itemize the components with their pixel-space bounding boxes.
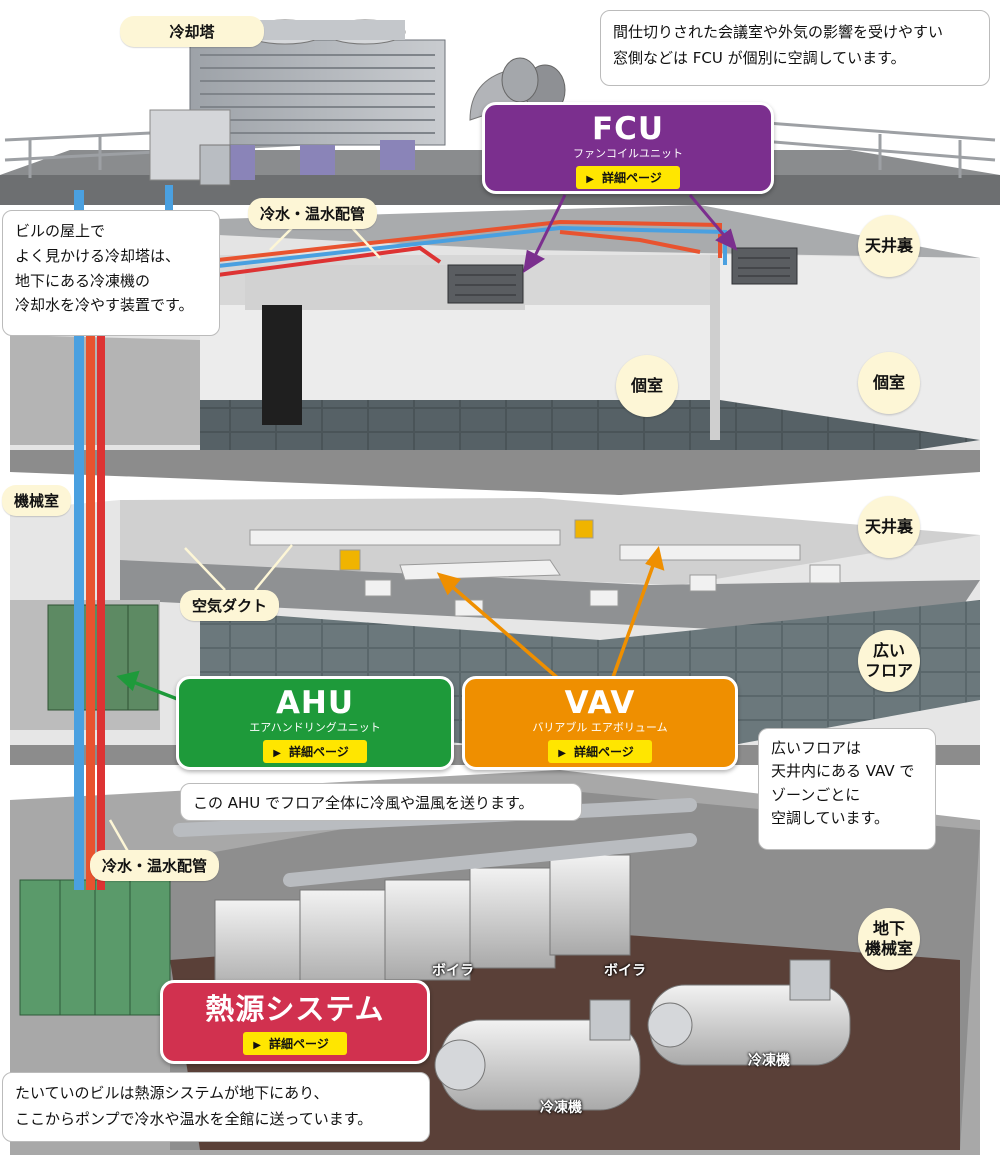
zone-room-right: 個室 bbox=[858, 352, 920, 414]
ahu-detail-button[interactable]: ▶ 詳細ページ bbox=[263, 740, 367, 763]
ahu-detail-button-label: 詳細ページ bbox=[288, 745, 349, 759]
chiller-label-2: 冷凍機 bbox=[748, 1053, 790, 1069]
chiller-left bbox=[434, 999, 641, 1111]
cooling-tower-label: 冷却塔 bbox=[120, 16, 264, 47]
fcu-subtitle: ファンコイルユニット bbox=[573, 147, 683, 160]
fcu-arrows bbox=[522, 194, 738, 274]
chiller-label-1: 冷凍機 bbox=[540, 1100, 582, 1116]
air-duct-label: 空気ダクト bbox=[180, 590, 280, 621]
play-icon: ▶ bbox=[586, 174, 594, 185]
vav-detail-button[interactable]: ▶ 詳細ページ bbox=[548, 740, 652, 763]
ahu-card: AHU エアハンドリングユニット ▶ 詳細ページ bbox=[176, 676, 454, 770]
heat-source-title: 熱源システム bbox=[205, 992, 385, 1026]
ahu-arrow bbox=[116, 670, 181, 702]
boiler-label-1: ボイラ bbox=[432, 963, 474, 979]
play-icon: ▶ bbox=[273, 748, 281, 759]
vav-subtitle: バリアブル エアボリューム bbox=[532, 721, 668, 734]
fcu-note: 間仕切りされた会議室や外気の影響を受けやすい 窓側などは FCU が個別に空調し… bbox=[600, 10, 990, 86]
pipes-label-bottom: 冷水・温水配管 bbox=[90, 850, 220, 881]
fcu-card: FCU ファンコイルユニット ▶ 詳細ページ bbox=[482, 102, 774, 194]
vav-title: VAV bbox=[564, 685, 636, 721]
vav-card: VAV バリアブル エアボリューム ▶ 詳細ページ bbox=[462, 676, 738, 770]
ahu-subtitle: エアハンドリングユニット bbox=[249, 721, 381, 734]
zone-wide-floor: 広い フロア bbox=[858, 630, 920, 692]
fcu-title: FCU bbox=[591, 111, 665, 147]
fcu-detail-button[interactable]: ▶ 詳細ページ bbox=[576, 166, 680, 189]
cooling-tower bbox=[149, 19, 446, 186]
heat-source-detail-button[interactable]: ▶ 詳細ページ bbox=[243, 1032, 347, 1055]
vav-arrows bbox=[436, 545, 665, 682]
zone-basement: 地下 機械室 bbox=[858, 908, 920, 970]
office-door bbox=[262, 305, 302, 425]
header-pipe bbox=[173, 798, 697, 887]
play-icon: ▶ bbox=[253, 1040, 261, 1051]
pipes-label-top: 冷水・温水配管 bbox=[248, 198, 378, 229]
fcu-unit-left bbox=[447, 264, 524, 304]
chiller-right bbox=[647, 959, 851, 1066]
vav-detail-button-label: 詳細ページ bbox=[573, 745, 634, 759]
ahu-title: AHU bbox=[275, 685, 355, 721]
riser-pipes bbox=[74, 185, 173, 890]
heat-source-detail-button-label: 詳細ページ bbox=[268, 1037, 329, 1051]
cooling-tower-note: ビルの屋上で よく見かける冷却塔は、 地下にある冷凍機の 冷却水を冷やす装置です… bbox=[2, 210, 220, 336]
zone-ceiling-top: 天井裏 bbox=[858, 215, 920, 277]
vav-note: 広いフロアは 天井内にある VAV で ゾーンごとに 空調しています。 bbox=[758, 728, 936, 850]
machine-room-label: 機械室 bbox=[2, 485, 72, 516]
boilers bbox=[214, 854, 631, 996]
fcu-unit-right bbox=[731, 247, 798, 285]
zone-room-left: 個室 bbox=[616, 355, 678, 417]
boiler-label-2: ボイラ bbox=[604, 963, 646, 979]
heat-source-card: 熱源システム ▶ 詳細ページ bbox=[160, 980, 430, 1064]
zone-ceiling-mid: 天井裏 bbox=[858, 496, 920, 558]
ahu-note: この AHU でフロア全体に冷風や温風を送ります。 bbox=[180, 783, 582, 821]
play-icon: ▶ bbox=[558, 748, 566, 759]
heat-source-note: たいていのビルは熱源システムが地下にあり、 ここからポンプで冷水や温水を全館に送… bbox=[2, 1072, 430, 1142]
fcu-detail-button-label: 詳細ページ bbox=[601, 171, 662, 185]
